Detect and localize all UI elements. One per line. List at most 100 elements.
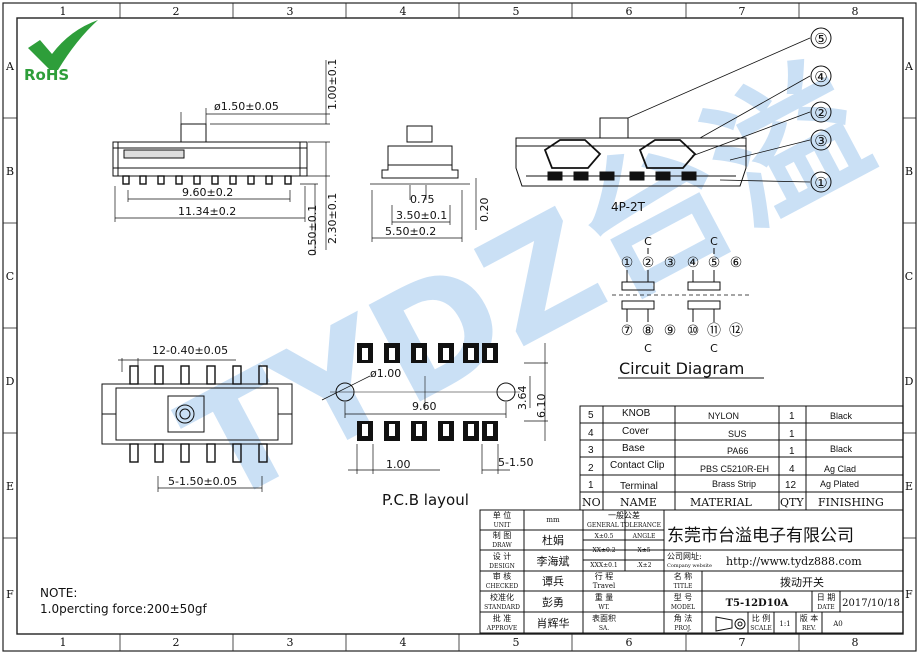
- tb-tol-x0: X±0.5: [595, 533, 614, 540]
- tb-standard-value: 彭勇: [542, 595, 564, 609]
- tb-weight-label: 重 量: [595, 592, 614, 602]
- bom-no: 5: [588, 410, 594, 421]
- tb-model-value: T5-12D10A: [726, 598, 789, 609]
- pin-10: ⑩: [687, 323, 700, 339]
- tb-website-label: 公司网址:: [667, 551, 702, 561]
- common-label: C: [710, 342, 718, 355]
- tb-checked-value: 谭兵: [542, 575, 564, 588]
- circuit-title: Circuit Diagram: [619, 359, 744, 378]
- tb-travel-label-en: Travel: [593, 582, 616, 590]
- pin-12: ⑫: [729, 323, 743, 339]
- tb-tol-a1: X±5: [637, 547, 650, 554]
- dim-body-length: 11.34±0.2: [178, 205, 236, 218]
- bom-finishing: Black: [830, 411, 853, 421]
- bottom-view: [101, 358, 293, 492]
- col-label-bottom: 1: [60, 636, 67, 649]
- row-label-right: C: [905, 270, 913, 283]
- rohs-logo: RoHS: [24, 20, 98, 84]
- bom-name: Base: [622, 443, 645, 454]
- bom-material: NYLON: [708, 411, 739, 421]
- note-line: 1.0percting force:200±50gf: [40, 602, 208, 616]
- callout-4: ④: [814, 68, 827, 86]
- col-label-bottom: 3: [287, 636, 294, 649]
- row-label-left: D: [6, 375, 15, 388]
- dim-side-height: 0.20: [478, 198, 491, 223]
- bom-finishing: Ag Plated: [820, 479, 859, 489]
- tb-travel-label: 行 程: [595, 571, 614, 581]
- bom-header-finishing: FINISHING: [818, 496, 884, 509]
- pin-11: ⑪: [707, 323, 721, 339]
- tb-design-label-en: DESIGN: [489, 563, 515, 570]
- pcb-title: P.C.B layoul: [382, 491, 469, 509]
- bom-qty: 4: [789, 464, 795, 475]
- checkmark-icon: [28, 20, 98, 70]
- dim-knob-height: 1.00±0.1: [326, 59, 339, 110]
- pin-6: ⑥: [730, 255, 743, 271]
- tb-tol-x2: XXX±0.1: [590, 562, 617, 569]
- side-view: [370, 125, 477, 242]
- tb-unit-label-en: UNIT: [494, 522, 511, 529]
- tb-date-value: 2017/10/18: [842, 598, 900, 609]
- pin-2: ②: [642, 255, 655, 271]
- tb-unit-label: 单 位: [493, 510, 512, 520]
- tb-design-value: 李海斌: [537, 554, 570, 568]
- tb-surface-label-en: SA.: [599, 625, 609, 632]
- tb-title-label: 名 称: [674, 571, 693, 581]
- col-label-top: 2: [173, 5, 180, 18]
- col-label-bottom: 2: [173, 636, 180, 649]
- dim-pcb-h1: 3.64: [516, 386, 529, 411]
- projection-icon: [715, 616, 746, 632]
- dim-pcb-h2: 6.10: [535, 394, 548, 419]
- bom-header-name: NAME: [620, 496, 657, 509]
- dim-side-inner: 3.50±0.1: [396, 209, 447, 222]
- tb-title-label-en: TITLE: [674, 583, 693, 590]
- tb-scale-label-en: SCALE: [750, 625, 771, 632]
- pin-3: ③: [664, 255, 677, 271]
- bom-name: Terminal: [620, 481, 658, 492]
- tb-rev-value: A0: [832, 620, 843, 628]
- tb-tol-x1: XX±0.2: [592, 547, 615, 554]
- row-label-right: E: [905, 480, 913, 493]
- col-label-top: 6: [626, 5, 633, 18]
- col-label-top: 8: [852, 5, 859, 18]
- tb-draw-label-en: DRAW: [492, 542, 512, 549]
- tb-standard-label: 校准化: [490, 592, 514, 602]
- bom-finishing: Black: [830, 444, 853, 454]
- bom-qty: 1: [789, 446, 795, 457]
- bom-name: KNOB: [622, 408, 651, 419]
- pin-5: ⑤: [708, 255, 721, 271]
- tb-tolerance-label: 一般公差: [608, 510, 640, 520]
- dim-pin-height: 0.50±0.1: [306, 205, 319, 256]
- col-label-top: 4: [400, 5, 407, 18]
- dim-pin-count: 12-0.40±0.05: [152, 344, 228, 357]
- tb-website: http://www.tydz888.com: [726, 555, 862, 568]
- pin-9: ⑨: [664, 323, 677, 339]
- tb-tol-angle: ANGLE: [632, 533, 656, 540]
- tb-weight-label-en: WT.: [598, 604, 609, 611]
- bom-qty: 1: [789, 411, 795, 422]
- col-label-top: 1: [60, 5, 67, 18]
- tb-scale-label: 比 例: [752, 613, 771, 623]
- tb-approve-label-en: APPROVE: [486, 625, 517, 632]
- tb-checked-label-en: CHECKED: [486, 583, 519, 590]
- row-label-left: C: [6, 270, 14, 283]
- bom-header-no: NO: [582, 496, 601, 509]
- bom-qty: 1: [789, 429, 795, 440]
- row-label-left: B: [6, 165, 14, 178]
- tb-model-label-en: MODEL: [671, 604, 695, 611]
- tb-surface-label: 表面积: [592, 613, 616, 623]
- common-label: C: [644, 342, 652, 355]
- tb-draw-label: 制 图: [493, 530, 512, 540]
- row-label-right: A: [904, 60, 914, 73]
- callout-2: ②: [814, 104, 827, 122]
- dim-hole: ø1.00: [370, 367, 401, 380]
- pin-7: ⑦: [621, 323, 634, 339]
- bom-no: 2: [588, 463, 594, 474]
- dim-side-outer: 5.50±0.2: [385, 225, 436, 238]
- dim-pcb-width: 9.60: [412, 400, 437, 413]
- tb-company: 东莞市台溢电子有限公司: [667, 526, 854, 546]
- col-label-top: 3: [287, 5, 294, 18]
- pin-4: ④: [687, 255, 700, 271]
- callout-3: ③: [814, 132, 827, 150]
